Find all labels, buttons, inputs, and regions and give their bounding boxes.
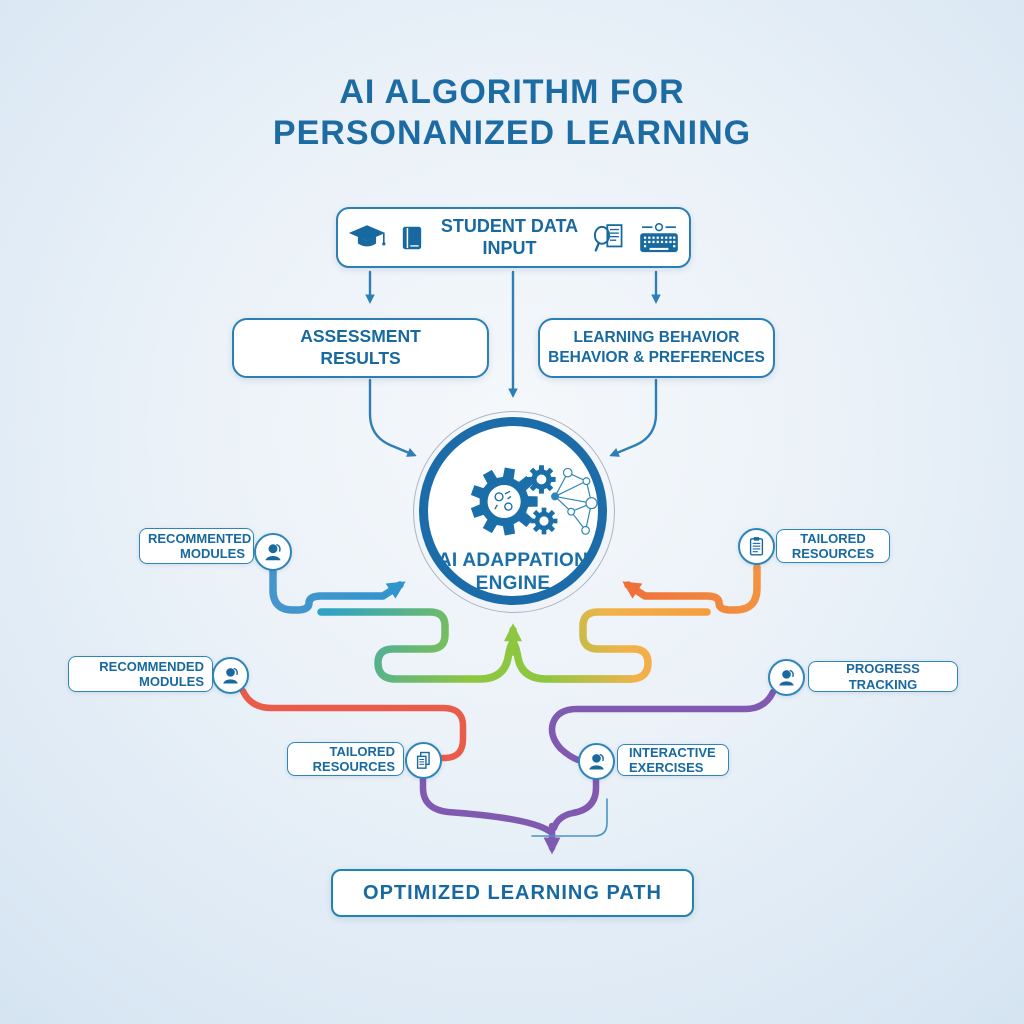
person-icon bbox=[218, 663, 243, 688]
rm2-line-1: RECOMMENDED bbox=[99, 658, 204, 674]
title-line-1: AI ALGORITHM FOR bbox=[339, 73, 685, 111]
student-input-line-2: INPUT bbox=[482, 237, 537, 258]
flow-purple-left-branch bbox=[419, 775, 553, 835]
assessment-line-2: RESULTS bbox=[320, 348, 401, 368]
node-tailored-resources-bottom: TAILORED RESOURCES bbox=[287, 742, 404, 776]
rm2-line-2: MODULES bbox=[139, 674, 204, 689]
person-icon bbox=[260, 539, 286, 565]
flow-amber-segment bbox=[552, 608, 711, 683]
node-recommended-modules-2: RECOMMENDED MODULES bbox=[68, 656, 213, 692]
node-learning-behavior: LEARNING BEHAVIOR BEHAVIOR & PREFERENCES bbox=[538, 318, 775, 378]
student-data-input-label: STUDENT DATA INPUT bbox=[441, 216, 578, 259]
trr-line-2: RESOURCES bbox=[791, 546, 875, 561]
flow-red-modules-to-resources bbox=[239, 687, 467, 762]
clipboard-circle-resources bbox=[738, 528, 775, 565]
rm1-line-1: RECOMMENTED bbox=[148, 530, 252, 546]
documents-icon bbox=[411, 748, 436, 773]
network-icon bbox=[551, 467, 598, 535]
trb-line-2: RESOURCES bbox=[312, 759, 395, 774]
node-student-data-input: STUDENT DATA INPUT bbox=[336, 207, 691, 268]
flow-teal-segment bbox=[317, 608, 474, 683]
keyboard-icon bbox=[640, 222, 678, 252]
flow-purple-right-branch bbox=[550, 776, 600, 832]
graduation-cap-icon bbox=[348, 224, 386, 246]
flow-purple-tracking-to-exercises bbox=[548, 688, 777, 764]
person-icon bbox=[774, 665, 799, 690]
ie-line-1: INTERACTIVE bbox=[629, 744, 716, 760]
optimized-path-label: OPTIMIZED LEARNING PATH bbox=[363, 881, 662, 904]
page-title: AI ALGORITHM FOR PERSONANIZED LEARNING bbox=[0, 72, 1024, 154]
node-tailored-resources-right: TAILORED RESOURCES bbox=[776, 529, 890, 563]
ie-line-2: EXERCISES bbox=[629, 760, 704, 775]
magnifier-document-icon bbox=[594, 223, 623, 252]
person-icon bbox=[584, 749, 609, 774]
engine-line-1: AI ADAPPATION bbox=[437, 550, 589, 571]
person-circle-tracking bbox=[768, 659, 805, 696]
node-optimized-learning-path: OPTIMIZED LEARNING PATH bbox=[331, 869, 694, 917]
person-circle-modules-1 bbox=[254, 533, 292, 571]
node-recommended-modules-1: RECOMMENTED MODULES bbox=[139, 528, 254, 564]
behavior-line-2: BEHAVIOR & PREFERENCES bbox=[548, 349, 765, 366]
trb-line-1: TAILORED bbox=[329, 743, 395, 759]
node-assessment-results: ASSESSMENT RESULTS bbox=[232, 318, 489, 378]
connector-behavior-to-engine bbox=[609, 378, 658, 457]
progress-tracking-label: PROGRESS TRACKING bbox=[846, 661, 920, 692]
engine-line-2: ENGINE bbox=[475, 572, 551, 594]
person-circle-exercises bbox=[578, 743, 615, 780]
behavior-line-1: LEARNING BEHAVIOR bbox=[573, 328, 740, 346]
rm1-line-2: MODULES bbox=[180, 546, 245, 561]
node-progress-tracking: PROGRESS TRACKING bbox=[808, 661, 958, 692]
trr-line-1: TAILORED bbox=[800, 530, 866, 546]
documents-circle-resources bbox=[405, 742, 442, 779]
engine-label: AI ADAPPATION ENGINE bbox=[428, 550, 598, 596]
gear-cluster-icon bbox=[470, 465, 598, 536]
clipboard-icon bbox=[744, 534, 769, 559]
flow-orange-resources-to-engine bbox=[622, 563, 761, 614]
person-circle-modules-2 bbox=[212, 657, 249, 694]
flow-blue-modules-to-engine bbox=[269, 567, 406, 614]
decorative-line bbox=[531, 798, 608, 837]
engine-ring: AI ADAPPATION ENGINE bbox=[419, 417, 607, 605]
assessment-line-1: ASSESSMENT bbox=[300, 326, 421, 347]
title-line-2: PERSONANIZED LEARNING bbox=[272, 113, 752, 152]
book-icon bbox=[402, 226, 421, 249]
node-interactive-exercises: INTERACTIVE EXERCISES bbox=[617, 744, 729, 776]
circuit-icon bbox=[494, 490, 513, 511]
connector-assessment-to-engine bbox=[368, 378, 417, 457]
student-input-line-1: STUDENT DATA bbox=[440, 215, 579, 236]
node-ai-adaptation-engine: AI ADAPPATION ENGINE bbox=[413, 411, 615, 613]
